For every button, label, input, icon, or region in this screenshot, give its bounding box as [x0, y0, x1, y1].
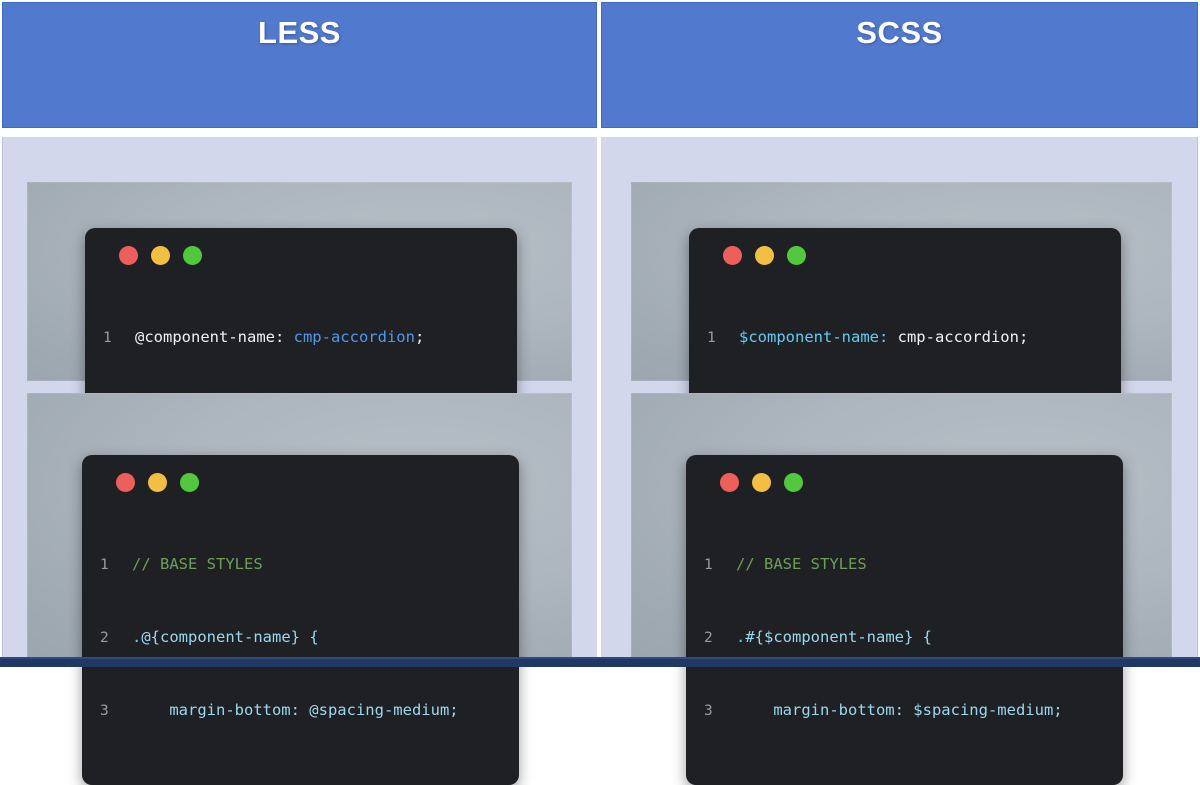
code-token: // BASE STYLES	[736, 555, 867, 573]
code-line: 3 margin-bottom: @spacing-medium;	[100, 698, 501, 723]
column-scss: 1 $component-name: cmp-accordion;	[601, 137, 1198, 785]
footer-accent-line	[0, 657, 1200, 659]
code-token: margin-bottom: @spacing-medium;	[132, 701, 459, 719]
window-traffic-lights	[720, 473, 1105, 492]
column-divider	[597, 0, 601, 667]
code-text: .@{component-name} {	[132, 625, 319, 649]
code-text: $component-name: cmp-accordion;	[739, 325, 1028, 349]
page-title-less: LESS	[258, 15, 341, 50]
line-number: 2	[100, 630, 109, 646]
slide-edge-right	[1198, 0, 1200, 659]
code-text: .#{$component-name} {	[736, 625, 932, 649]
slide-edge-left	[0, 0, 2, 659]
code-token: @{component-name} {	[141, 628, 319, 646]
card-less-base-styles: 1 // BASE STYLES 2 .@{component-name} { …	[27, 393, 572, 785]
card-scss-base-styles: 1 // BASE STYLES 2 .#{$component-name} {…	[631, 393, 1172, 785]
close-dot-icon[interactable]	[116, 473, 135, 492]
window-traffic-lights	[723, 246, 1103, 265]
code-line: 1 @component-name: cmp-accordion;	[103, 325, 499, 350]
code-text: margin-bottom: @spacing-medium;	[132, 698, 459, 722]
line-number: 1	[704, 557, 713, 573]
header-row: LESS SCSS	[0, 0, 1200, 131]
code-line: 2 .@{component-name} {	[100, 625, 501, 650]
code-token: margin-bottom: $spacing-medium;	[736, 701, 1063, 719]
line-number: 1	[707, 330, 716, 346]
code-body: 1 // BASE STYLES 2 .#{$component-name} {…	[704, 504, 1105, 771]
maximize-dot-icon[interactable]	[183, 246, 202, 265]
header-cell-less: LESS	[2, 2, 597, 128]
code-text: // BASE STYLES	[132, 552, 263, 576]
window-traffic-lights	[119, 246, 499, 265]
code-line: 3 margin-bottom: $spacing-medium;	[704, 698, 1105, 723]
code-line: 1 $component-name: cmp-accordion;	[707, 325, 1103, 350]
column-less: 1 @component-name: cmp-accordion;	[2, 137, 597, 785]
minimize-dot-icon[interactable]	[752, 473, 771, 492]
close-dot-icon[interactable]	[119, 246, 138, 265]
code-body: 1 $component-name: cmp-accordion;	[707, 277, 1103, 398]
code-line: 1 // BASE STYLES	[704, 552, 1105, 577]
code-token: cmp-accordion	[293, 328, 415, 346]
header-divider	[0, 129, 1200, 137]
line-number: 3	[704, 703, 713, 719]
close-dot-icon[interactable]	[720, 473, 739, 492]
header-cell-scss: SCSS	[601, 2, 1198, 128]
code-line: 1 // BASE STYLES	[100, 552, 501, 577]
minimize-dot-icon[interactable]	[148, 473, 167, 492]
code-token: $component-name:	[739, 328, 889, 346]
maximize-dot-icon[interactable]	[784, 473, 803, 492]
code-window-less-base-styles: 1 // BASE STYLES 2 .@{component-name} { …	[82, 455, 519, 785]
code-body: 1 // BASE STYLES 2 .@{component-name} { …	[100, 504, 501, 771]
maximize-dot-icon[interactable]	[180, 473, 199, 492]
code-token: #{$component-name} {	[745, 628, 932, 646]
code-window-scss-base-styles: 1 // BASE STYLES 2 .#{$component-name} {…	[686, 455, 1123, 785]
minimize-dot-icon[interactable]	[151, 246, 170, 265]
code-window-less-variable: 1 @component-name: cmp-accordion;	[85, 228, 517, 412]
code-text: // BASE STYLES	[736, 552, 867, 576]
maximize-dot-icon[interactable]	[787, 246, 806, 265]
code-token: cmp-accordion;	[888, 328, 1029, 346]
code-token: .	[736, 628, 746, 646]
page-title-scss: SCSS	[856, 15, 943, 50]
code-token: .	[132, 628, 142, 646]
code-token: ;	[414, 328, 425, 346]
line-number: 1	[103, 330, 112, 346]
window-traffic-lights	[116, 473, 501, 492]
card-less-variable: 1 @component-name: cmp-accordion;	[27, 182, 572, 412]
code-line: 2 .#{$component-name} {	[704, 625, 1105, 650]
line-number: 3	[100, 703, 109, 719]
code-text: margin-bottom: $spacing-medium;	[736, 698, 1063, 722]
code-text: @component-name: cmp-accordion;	[135, 325, 424, 349]
code-token: @component-name:	[135, 328, 294, 346]
line-number: 2	[704, 630, 713, 646]
minimize-dot-icon[interactable]	[755, 246, 774, 265]
code-window-scss-variable: 1 $component-name: cmp-accordion;	[689, 228, 1121, 412]
footer-bar	[0, 659, 1200, 667]
close-dot-icon[interactable]	[723, 246, 742, 265]
card-scss-variable: 1 $component-name: cmp-accordion;	[631, 182, 1172, 412]
code-body: 1 @component-name: cmp-accordion;	[103, 277, 499, 398]
code-token: // BASE STYLES	[132, 555, 263, 573]
line-number: 1	[100, 557, 109, 573]
